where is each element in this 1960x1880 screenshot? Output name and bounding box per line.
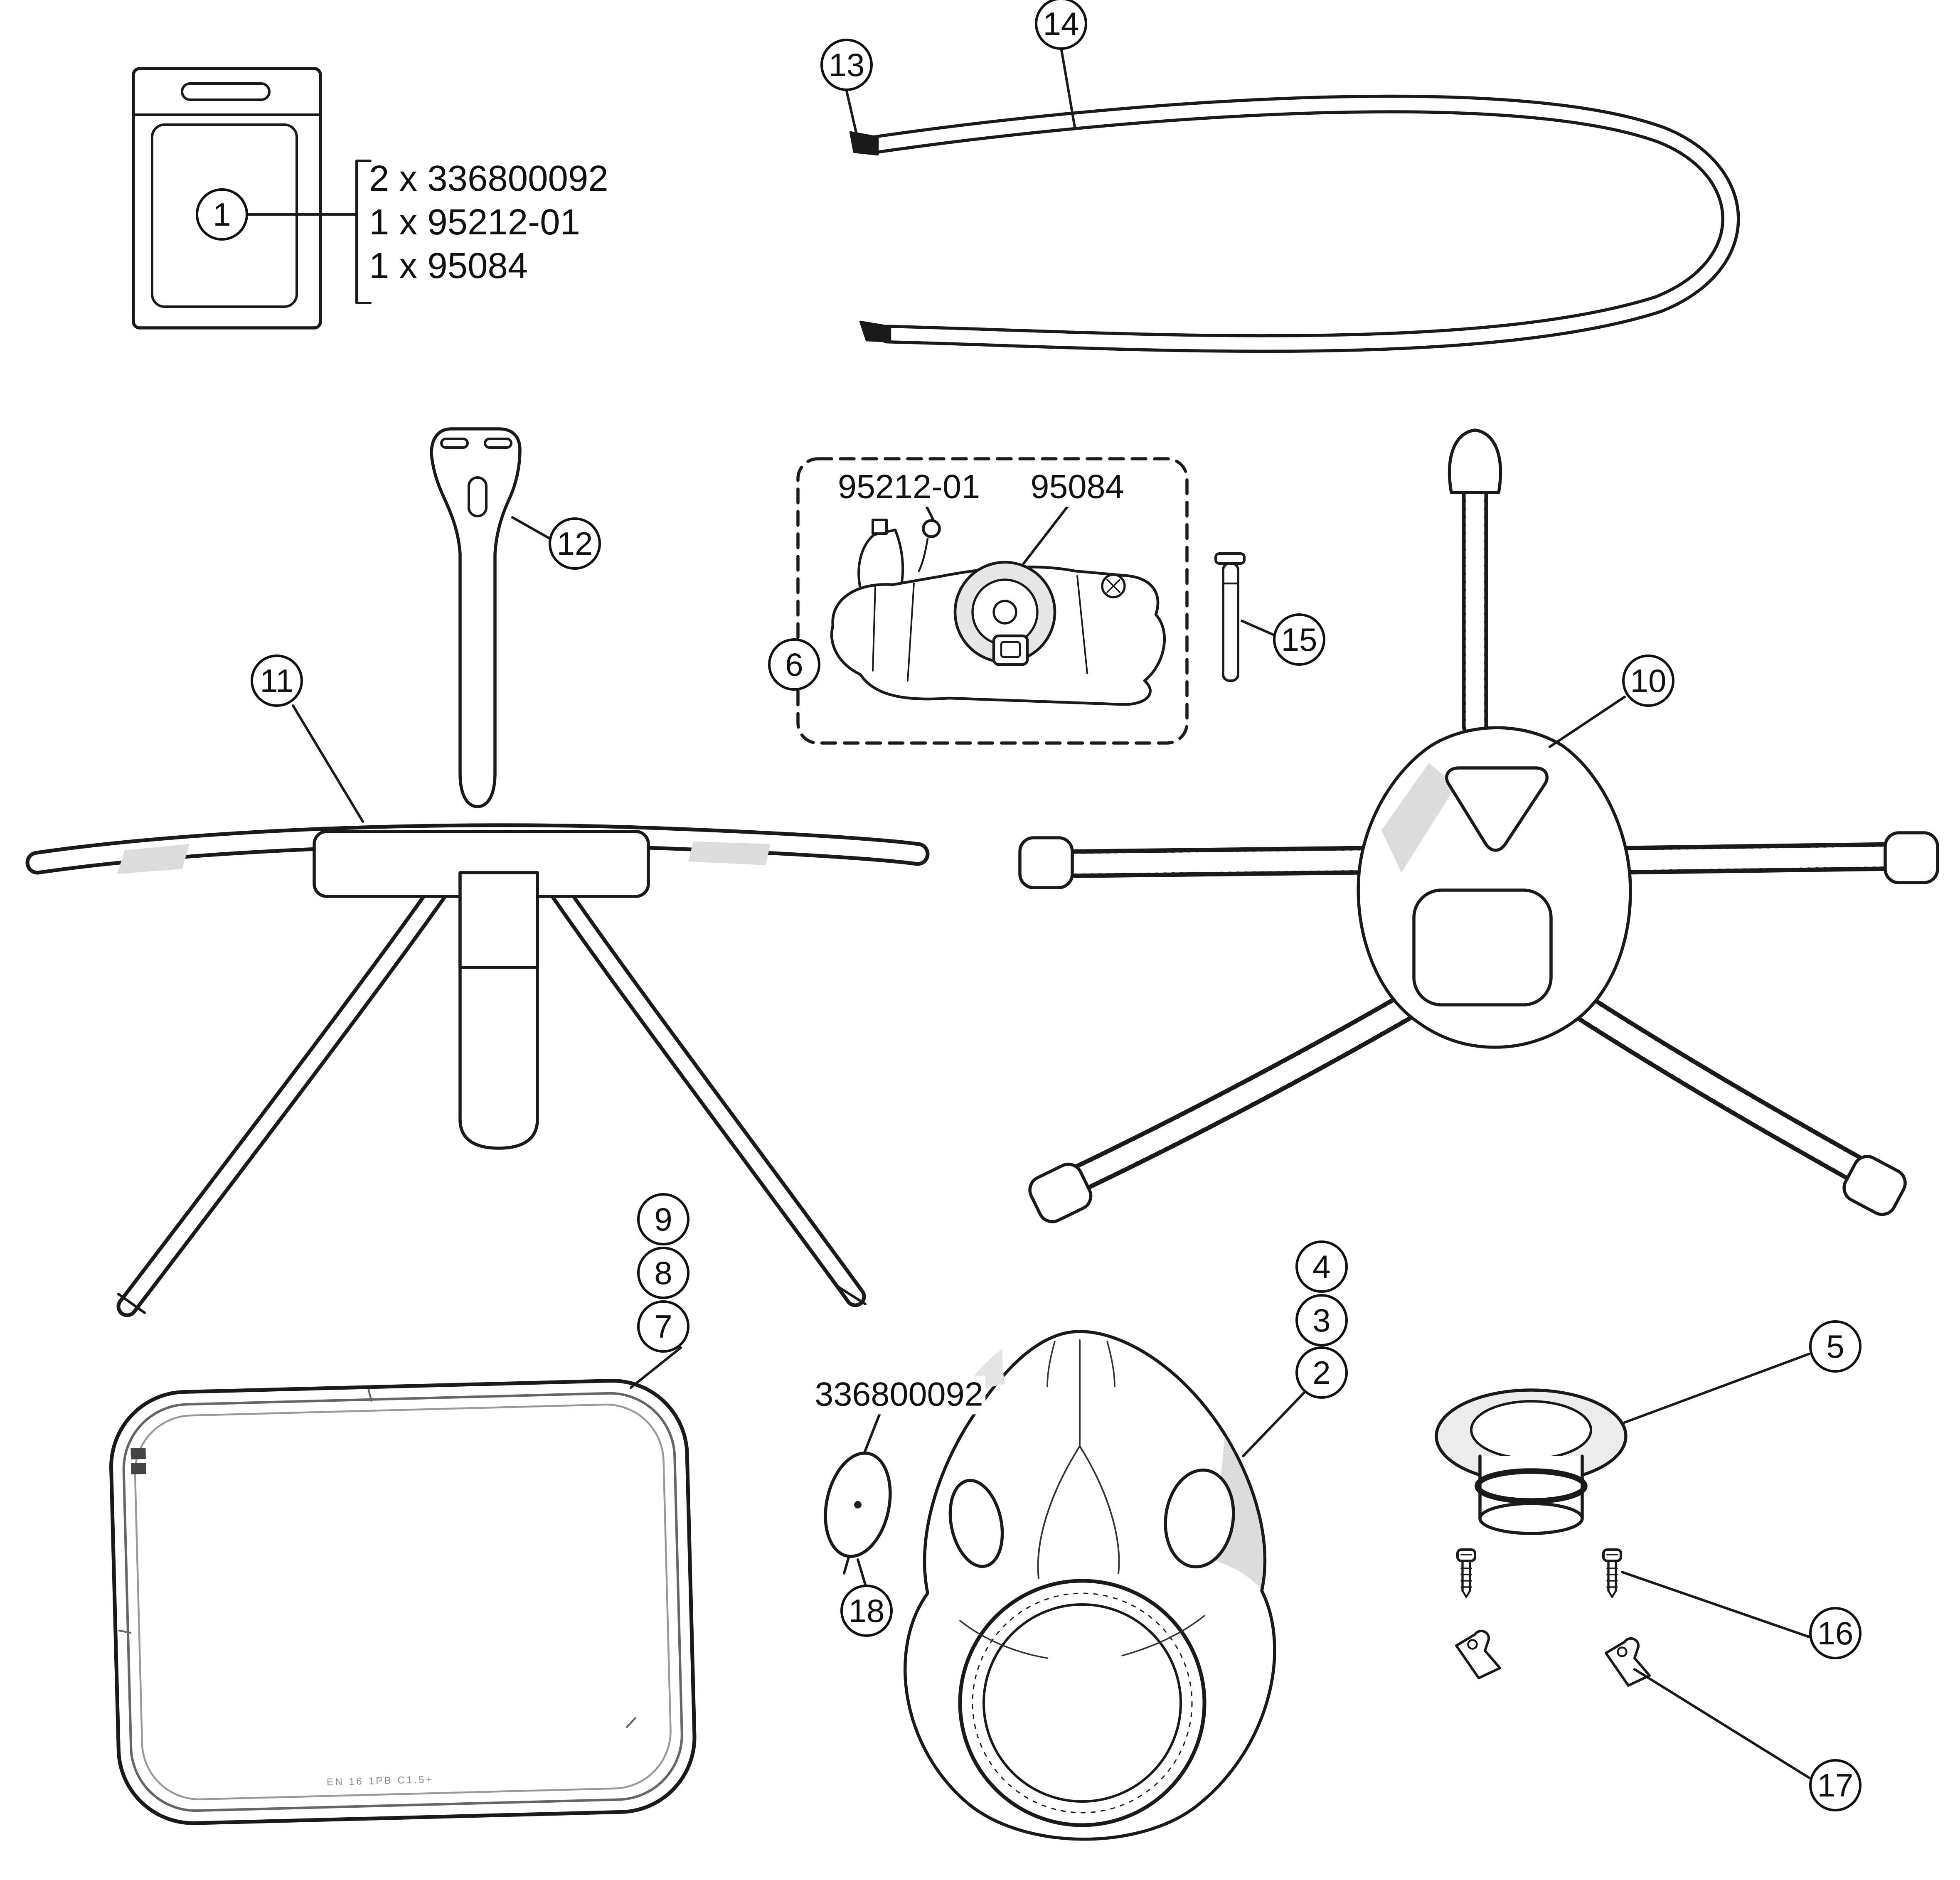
callout-6: 6 — [768, 638, 820, 691]
strap-clip-top — [849, 131, 879, 156]
kit-item: 1 x 95084 — [369, 247, 528, 287]
callout-7: 7 — [637, 1300, 689, 1353]
forehead-strap — [430, 427, 522, 808]
kit-contents-list: 2 x 336800092 1 x 95212-01 1 x 95084 — [369, 158, 608, 289]
label-part-336800092: 336800092 — [812, 1376, 986, 1415]
callout-2: 2 — [1295, 1346, 1348, 1399]
strap-clip-bottom — [859, 320, 891, 343]
callout-11: 11 — [251, 655, 303, 707]
o-ring-95212 — [922, 519, 941, 538]
mask-frame — [25, 823, 930, 1317]
callout-16: 16 — [1809, 1607, 1862, 1659]
kit-item: 1 x 95212-01 — [369, 203, 580, 243]
callout-1: 1 — [196, 188, 248, 241]
callout-10: 10 — [1622, 655, 1674, 707]
label-part-95212-01: 95212-01 — [835, 468, 983, 507]
callout-12: 12 — [549, 517, 601, 570]
screw — [1456, 1548, 1476, 1598]
clip — [1455, 1629, 1501, 1679]
callout-15: 15 — [1273, 613, 1325, 666]
leader-lines — [247, 46, 1810, 1779]
callout-14: 14 — [1035, 0, 1087, 50]
callout-8: 8 — [637, 1247, 689, 1299]
callout-9: 9 — [637, 1193, 689, 1245]
membrane-disc — [824, 1452, 892, 1575]
callout-4: 4 — [1295, 1240, 1348, 1293]
kit-item: 2 x 336800092 — [369, 160, 608, 199]
neck-strap — [849, 94, 1740, 353]
callout-3: 3 — [1295, 1294, 1348, 1346]
screws — [1456, 1548, 1621, 1598]
callout-5: 5 — [1809, 1320, 1862, 1373]
callout-17: 17 — [1809, 1759, 1862, 1811]
callout-13: 13 — [820, 39, 873, 91]
clips — [1455, 1629, 1650, 1686]
visor-certification-mark — [131, 1462, 146, 1474]
inner-mask — [904, 1330, 1276, 1841]
valve-assembly — [830, 519, 1166, 706]
head-harness — [1018, 428, 1939, 1223]
visor-certification-mark — [131, 1447, 146, 1459]
valve-assembly-box — [796, 457, 1189, 745]
port-o-ring — [1475, 1468, 1588, 1504]
label-part-95084: 95084 — [1028, 468, 1127, 507]
callout-18: 18 — [840, 1585, 893, 1637]
visor — [109, 1379, 697, 1825]
pin — [1214, 552, 1246, 682]
port-connector — [1435, 1388, 1628, 1535]
